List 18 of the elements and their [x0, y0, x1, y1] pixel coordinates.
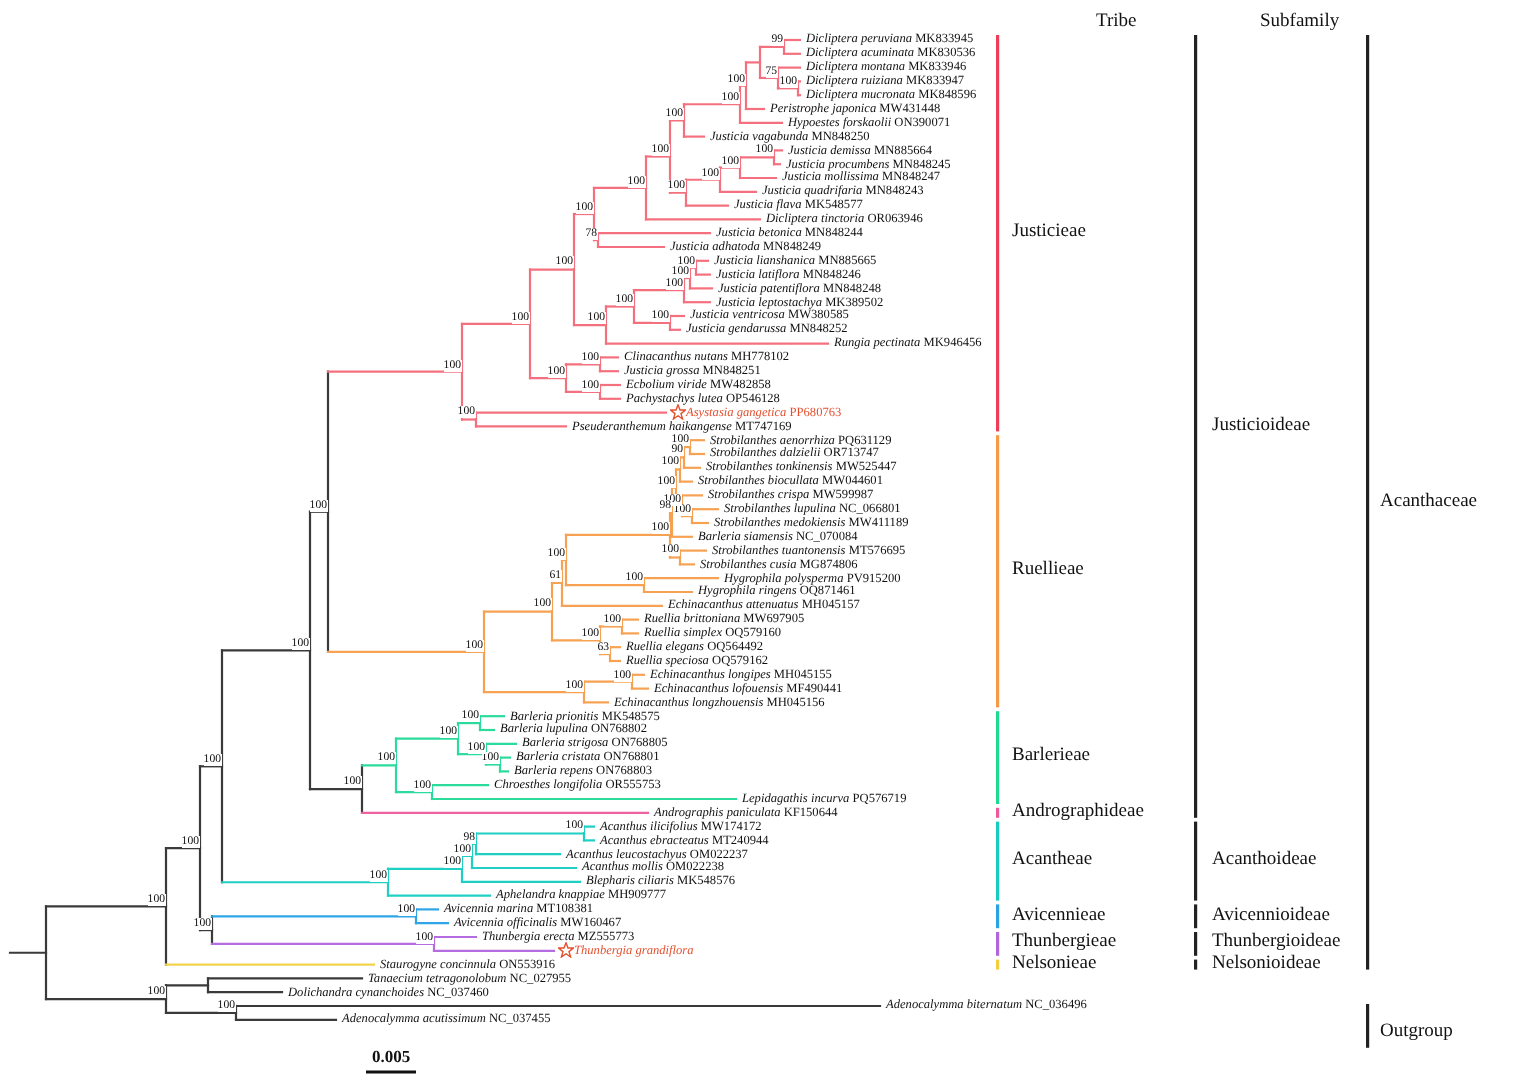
family-label: Acanthaceae	[1380, 491, 1478, 514]
tribe-label: Ruellieae	[1012, 560, 1084, 583]
subfamily-label: Acanthoideae	[1212, 850, 1317, 873]
subfamily-label: Avicennioideae	[1212, 905, 1330, 928]
subfamily-label: Thunbergioideae	[1212, 932, 1341, 954]
tribe-label: Avicennieae	[1012, 905, 1106, 928]
tribe-label: Thunbergieae	[1012, 932, 1117, 954]
column-header: Tribe	[1096, 12, 1137, 34]
column-header: Subfamily	[1260, 12, 1340, 34]
tribe-label: Acantheae	[1012, 850, 1093, 873]
subfamily-label: Justicioideae	[1212, 415, 1311, 438]
tribe-label: Barlerieae	[1012, 746, 1091, 769]
tribe-label: Justicieae	[1012, 222, 1086, 245]
tribe-label: Andrographideae	[1012, 801, 1144, 824]
tribe-label: Nelsonieae	[1012, 953, 1097, 976]
outgroup-label: Outgroup	[1380, 1021, 1453, 1044]
subfamily-label: Nelsonioideae	[1212, 953, 1321, 976]
scale-value: 0.005	[372, 1046, 411, 1068]
